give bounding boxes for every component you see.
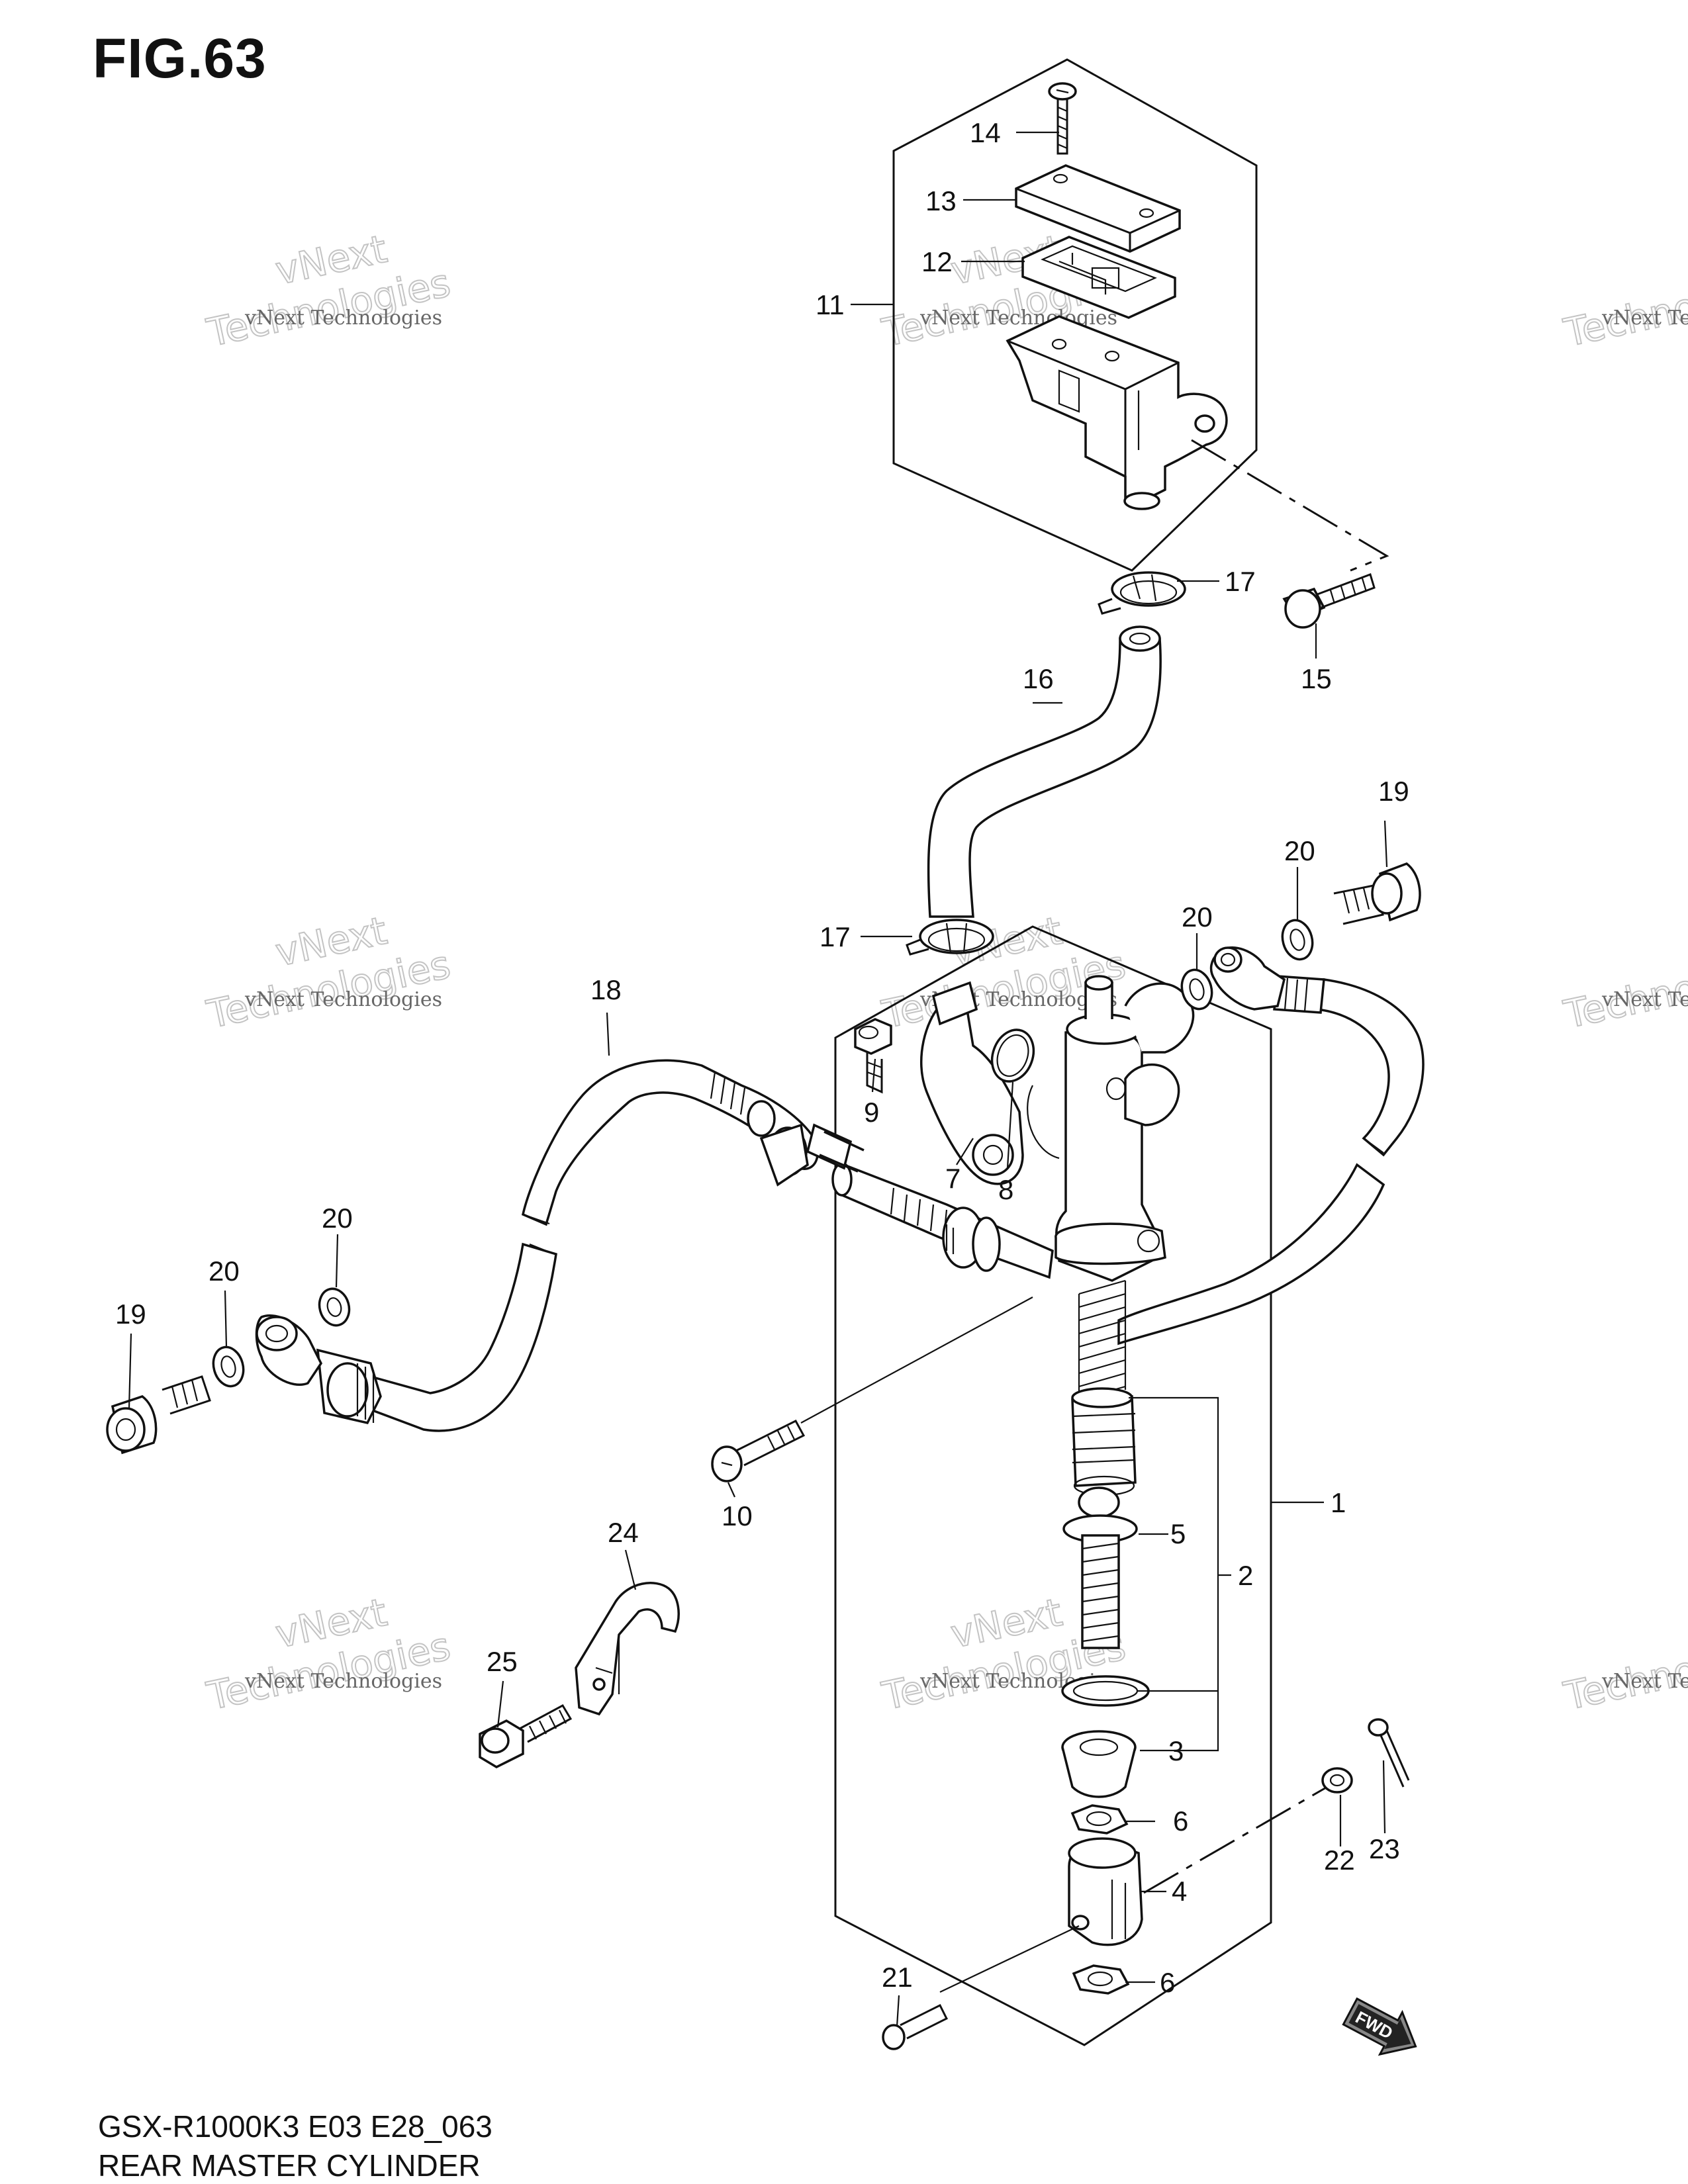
part-16-reservoir-hose (927, 625, 1162, 918)
callout-20: 20 (1284, 835, 1315, 866)
model-code: GSX-R1000K3 E03 E28_063 (98, 2109, 492, 2144)
part-7-hose-joint (919, 981, 1024, 1185)
watermark-text: vNext Technologies (244, 1670, 442, 1693)
watermark-text: vNext Technologies (244, 306, 442, 330)
callout-2: 2 (1238, 1560, 1253, 1591)
watermark-text: vNext Technologies (1601, 988, 1688, 1011)
callout-18: 18 (590, 974, 622, 1005)
part-6-nut (1070, 1804, 1129, 1835)
part-17-clamp-upper (1098, 571, 1186, 615)
callout-11: 11 (816, 289, 845, 320)
callout-24: 24 (608, 1517, 639, 1548)
part-20-washer (1180, 968, 1213, 1011)
part-24-hose-bracket (575, 1582, 680, 1716)
callout-23: 23 (1369, 1833, 1400, 1864)
callout-20c: 20 (322, 1203, 353, 1234)
callout-10: 10 (722, 1500, 753, 1531)
watermark-text: vNext Technologies (1601, 1670, 1688, 1693)
callout-21: 21 (882, 1962, 913, 1993)
callout-13: 13 (925, 185, 957, 216)
callout-12: 12 (921, 246, 953, 277)
guide-line (939, 1925, 1080, 1993)
part-15-bolt (1282, 573, 1376, 629)
callout-1: 1 (1331, 1487, 1346, 1518)
part-brake-hose-right (1117, 946, 1425, 1345)
part-18-fluid-hose (369, 1059, 865, 1432)
part-4-clevis (1068, 1837, 1143, 1946)
part-17-clamp-lower (906, 919, 994, 956)
callout-6: 6 (1173, 1805, 1188, 1837)
guide-line (1143, 1786, 1328, 1894)
callout-labels: 1 2 3 4 5 6 6 7 8 9 10 11 12 13 14 15 16… (115, 117, 1409, 1998)
figure-title: FIG.63 (93, 27, 267, 89)
watermark-text: vNext Technologies (244, 988, 442, 1011)
part-group-name: REAR MASTER CYLINDER (98, 2148, 481, 2183)
part-11-reservoir-body (1006, 315, 1228, 510)
part-2-piston (1071, 1387, 1137, 1496)
callout-3: 3 (1168, 1735, 1184, 1766)
part-9-bolt (854, 1018, 892, 1094)
part-10-mounting-bolt (711, 1420, 806, 1482)
part-21-clevis-pin (882, 2003, 949, 2050)
guide-line (1191, 439, 1389, 572)
callout-5: 5 (1170, 1518, 1186, 1549)
part-6-nut (1072, 1964, 1130, 1995)
callout-25: 25 (487, 1646, 518, 1677)
fwd-arrow-icon: FWD (1342, 1997, 1417, 2056)
part-23-cotter-pin (1368, 1718, 1410, 1788)
part-13-reservoir-cap (1015, 164, 1181, 253)
watermark-text: vNext Technologies (919, 306, 1117, 330)
part-2-circlip (1061, 1675, 1150, 1707)
part-19-union-bolt-left (106, 1375, 211, 1455)
watermark-text: vNext Technologies (1601, 306, 1688, 330)
callout-4: 4 (1172, 1876, 1187, 1907)
part-5-push-rod (1062, 1486, 1138, 1649)
part-8-o-ring (990, 1028, 1035, 1083)
reservoir-assembly-box (892, 58, 1258, 572)
leader-lines (128, 131, 1388, 2027)
callout-19b: 19 (115, 1298, 146, 1330)
callout-19: 19 (1378, 776, 1409, 807)
callout-22: 22 (1324, 1844, 1355, 1876)
callout-14: 14 (970, 117, 1001, 148)
part-1-push-rod-pipe (831, 1162, 1054, 1279)
callout-9: 9 (864, 1097, 879, 1128)
part-12-diaphragm (1021, 236, 1176, 319)
callout-17: 17 (1225, 566, 1256, 597)
part-14-screw (1048, 82, 1077, 155)
callout-20d: 20 (209, 1255, 240, 1287)
callout-15: 15 (1301, 663, 1332, 694)
part-18-hose-fitting (255, 1314, 382, 1425)
callout-16: 16 (1023, 663, 1054, 694)
callout-bracket-2 (1129, 1396, 1231, 1752)
part-1-master-cylinder (1027, 975, 1195, 1282)
callout-6b: 6 (1160, 1967, 1175, 1998)
part-19-union-bolt-right (1333, 862, 1421, 925)
callout-7: 7 (945, 1163, 961, 1194)
part-20-washer (212, 1345, 245, 1388)
guide-line (800, 1297, 1033, 1424)
callout-20b: 20 (1182, 901, 1213, 933)
master-cylinder-box (834, 925, 1272, 2046)
callout-17b: 17 (820, 921, 851, 952)
part-20-washer (318, 1287, 351, 1327)
part-22-washer (1321, 1767, 1353, 1794)
part-3-boot (1061, 1730, 1137, 1798)
callout-8: 8 (998, 1174, 1013, 1205)
part-20-washer (1281, 919, 1314, 961)
part-25-bolt (479, 1704, 573, 1768)
